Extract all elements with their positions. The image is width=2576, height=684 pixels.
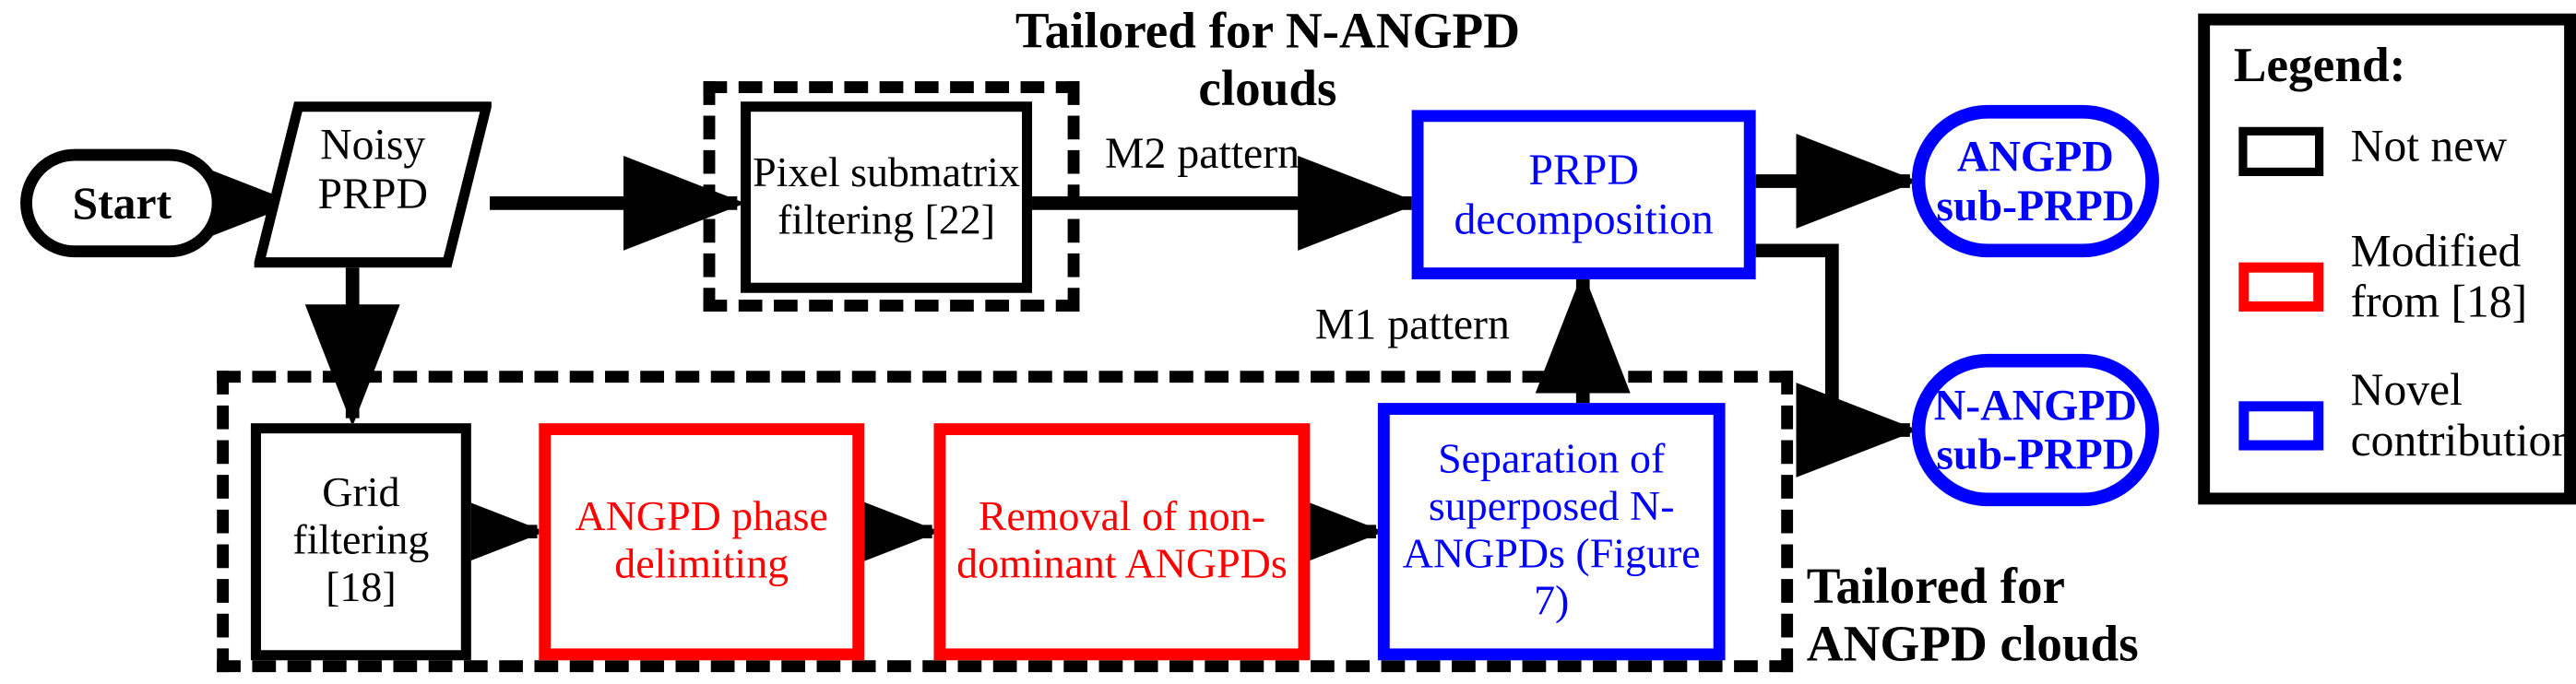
node-angpd-sub-prpd[interactable]: ANGPD sub-PRPD: [1911, 104, 2159, 258]
edge-label-m2: M2 pattern: [1105, 128, 1300, 178]
node-n-angpd-sub-prpd[interactable]: N-ANGPD sub-PRPD: [1911, 353, 2159, 507]
legend-label-not-new: Not new: [2350, 120, 2508, 171]
legend-box: Legend: Not new Modified from [18] Novel…: [2198, 13, 2576, 505]
node-prpd-decomposition[interactable]: PRPD decomposition: [1411, 110, 1756, 280]
caption-tailored-n-angpd: Tailored for N-ANGPD clouds: [1015, 3, 1521, 116]
node-angpd-sub-prpd-label: ANGPD sub-PRPD: [1936, 132, 2135, 230]
node-pixel-submatrix[interactable]: Pixel submatrix filtering [22]: [740, 101, 1033, 293]
node-pixel-submatrix-label: Pixel submatrix filtering [22]: [753, 149, 1020, 243]
legend-swatch-not-new: [2238, 126, 2324, 177]
edge-label-m1: M1 pattern: [1314, 300, 1510, 349]
node-start[interactable]: Start: [20, 148, 224, 258]
node-prpd-decomposition-label: PRPD decomposition: [1454, 145, 1714, 244]
legend-swatch-modified: [2238, 262, 2324, 312]
node-start-label: Start: [72, 177, 172, 229]
parallelogram-shape: [253, 101, 493, 268]
node-noisy-prpd[interactable]: Noisy PRPD: [253, 100, 493, 269]
node-grid-filtering-label: Grid filtering [18]: [292, 470, 430, 612]
legend-swatch-novel: [2238, 401, 2324, 451]
legend-label-novel: Novel contribution: [2350, 363, 2575, 466]
caption-tailored-angpd: Tailored for ANGPD clouds: [1806, 559, 2139, 672]
node-removal-non-dominant[interactable]: Removal of non-dominant ANGPDs: [933, 423, 1311, 661]
node-grid-filtering[interactable]: Grid filtering [18]: [250, 423, 471, 661]
legend-label-modified: Modified from [18]: [2350, 225, 2528, 326]
legend-title: Legend:: [2233, 39, 2406, 94]
node-removal-non-dominant-label: Removal of non-dominant ANGPDs: [956, 494, 1288, 588]
group-frame-n-angpd: [703, 81, 1080, 312]
node-separation-superposed-label: Separation of superposed N-ANGPDs (Figur…: [1402, 436, 1701, 625]
node-separation-superposed[interactable]: Separation of superposed N-ANGPDs (Figur…: [1377, 403, 1726, 661]
node-angpd-phase-delimiting[interactable]: ANGPD phase delimiting: [539, 423, 865, 661]
group-frame-angpd: [217, 371, 1794, 673]
node-angpd-phase-delimiting-label: ANGPD phase delimiting: [575, 494, 828, 588]
node-n-angpd-sub-prpd-label: N-ANGPD sub-PRPD: [1933, 381, 2137, 479]
node-noisy-prpd-label: Noisy PRPD: [317, 120, 428, 219]
